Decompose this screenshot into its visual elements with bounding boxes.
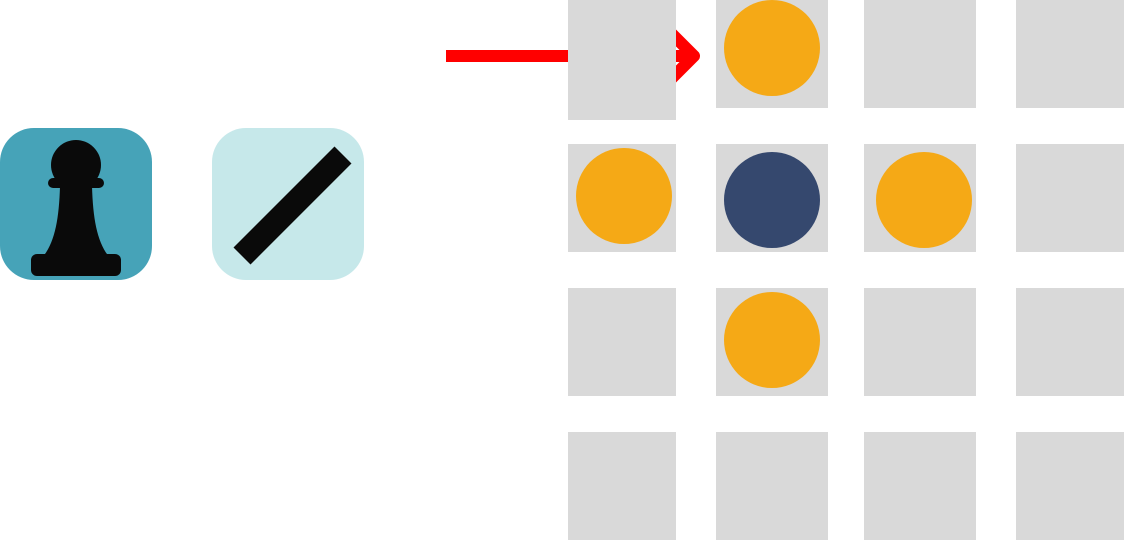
token-primary-r1-c0	[576, 148, 672, 244]
pawn-tile	[0, 128, 152, 280]
slash-glyph	[233, 146, 352, 265]
token-primary-r2-c1	[724, 292, 820, 388]
token-primary-r1-c2	[876, 152, 972, 248]
grid-cell-r3-c0	[568, 432, 676, 540]
grid-cell-r3-c1	[716, 432, 828, 540]
grid-cell-r3-c3	[1016, 432, 1124, 540]
grid-cell-r0-c2	[864, 0, 976, 108]
grid-cell-r2-c2	[864, 288, 976, 396]
diagonal-line-icon	[212, 128, 364, 280]
chess-pawn-icon	[0, 128, 152, 280]
token-secondary-r1-c1	[724, 152, 820, 248]
grid-cell-r2-c0	[568, 288, 676, 396]
grid-cell-r2-c3	[1016, 288, 1124, 396]
token-primary-r0-c1	[724, 0, 820, 96]
grid-cell-r3-c2	[864, 432, 976, 540]
grid-cell-r1-c3	[1016, 144, 1124, 252]
grid-cell-r0-c3	[1016, 0, 1124, 108]
grid-cell-r0-c0	[568, 0, 676, 120]
slash-tile	[212, 128, 364, 280]
pawn-glyph	[31, 140, 121, 276]
